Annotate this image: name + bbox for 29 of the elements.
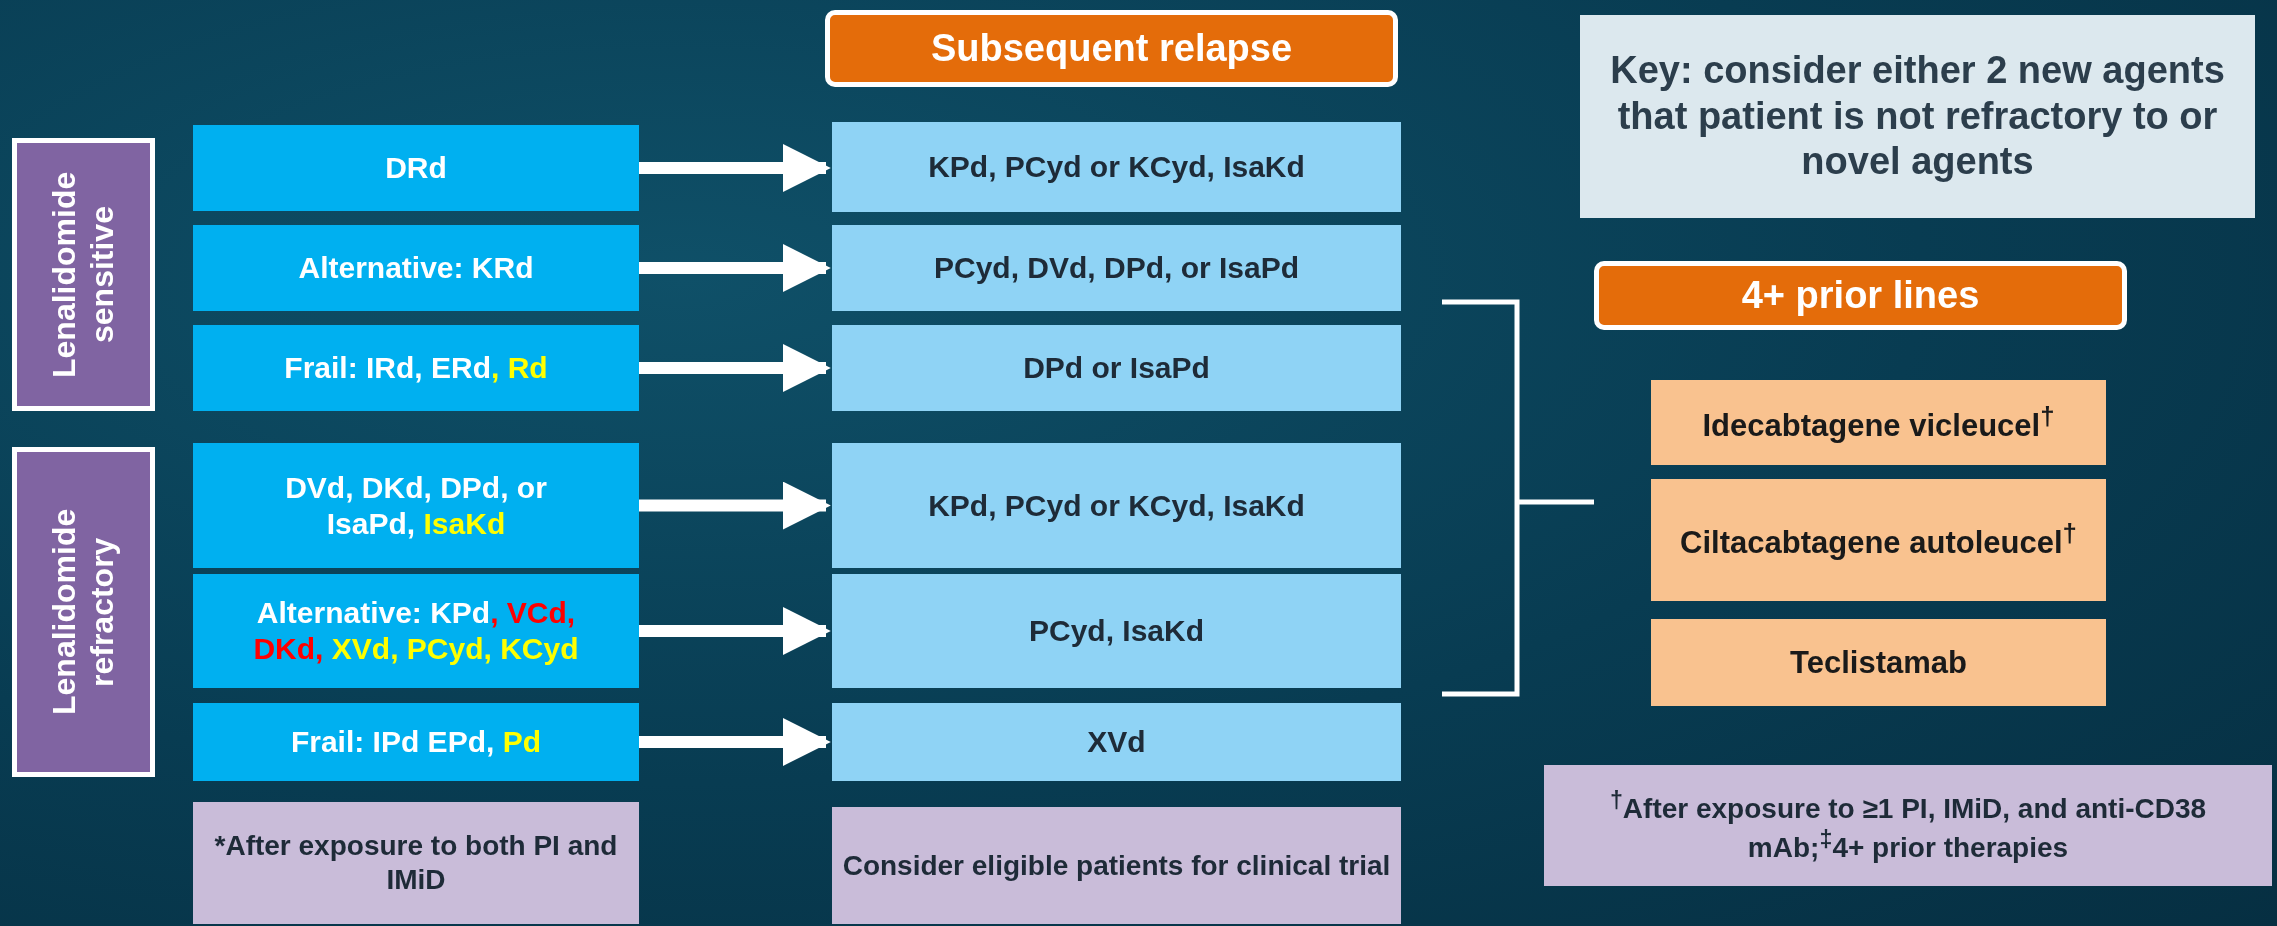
treatment-box: Frail: IPd EPd, Pd [193,703,639,781]
treatment-box: Alternative: KRd [193,225,639,311]
arrow [639,244,831,292]
therapy-box: Idecabtagene vicleucel$^{†}$ [1651,380,2106,465]
heading-banner: Subsequent relapse [825,10,1398,87]
footnote-box: $^{†}$After exposure to ≥1 PI, IMiD, and anti-CD38 mAb;$^{‡}$4+ prior therapies [1544,765,2272,886]
category-label: Lenalidomide refractory [12,447,155,777]
treatment-box: KPd, PCyd or KCyd, IsaKd [832,443,1401,568]
treatment-box: XVd [832,703,1401,781]
treatment-box: Frail: IRd, ERd, Rd [193,325,639,411]
treatment-box: DRd [193,125,639,211]
key-box: Key: consider either 2 new agents that patient is not refractory to or novel agents [1580,15,2255,218]
treatment-box: DVd, DKd, DPd, or IsaPd, IsaKd [193,443,639,568]
therapy-box: Teclistamab [1651,619,2106,706]
arrow [639,344,831,392]
treatment-box: Alternative: KPd, VCd, DKd, XVd, PCyd, KCyd [193,574,639,688]
note-box: *After exposure to both PI and IMiD [193,802,639,924]
category-label: Lenalidomide sensitive [12,138,155,411]
treatment-box: KPd, PCyd or KCyd, IsaKd [832,122,1401,212]
arrow [639,481,831,530]
treatment-box: DPd or IsaPd [832,325,1401,411]
heading-banner: 4+ prior lines [1594,261,2127,330]
arrow [639,607,831,655]
arrow [639,144,831,192]
therapy-box: Ciltacabtagene autoleucel$^{†}$ [1651,479,2106,601]
note-box: Consider eligible patients for clinical trial [832,807,1401,924]
arrow [639,718,831,766]
treatment-box: PCyd, IsaKd [832,574,1401,688]
treatment-box: PCyd, DVd, DPd, or IsaPd [832,225,1401,311]
